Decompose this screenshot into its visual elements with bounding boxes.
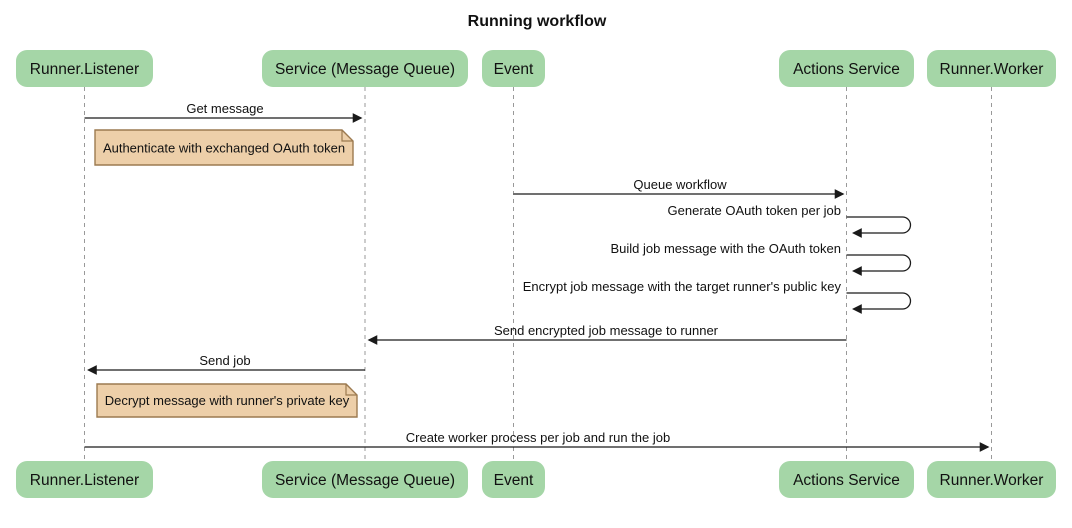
- message-label: Encrypt job message with the target runn…: [523, 279, 842, 294]
- actor-box: [482, 50, 545, 87]
- message-send-job: Send job: [87, 353, 365, 375]
- message-label: Send encrypted job message to runner: [494, 323, 719, 338]
- actor-label: Runner.Listener: [30, 472, 139, 489]
- note-fold-corner: [345, 384, 357, 396]
- message-get-message: Get message: [84, 101, 363, 123]
- note-fold-corner: [341, 130, 353, 142]
- self-loop-arrow: [846, 216, 912, 238]
- lifelines: [84, 87, 992, 461]
- actor-box: [779, 461, 914, 498]
- message-label: Create worker process per job and run th…: [406, 430, 670, 445]
- message-label: Generate OAuth token per job: [668, 203, 841, 218]
- actor-label: Runner.Listener: [30, 61, 139, 78]
- participant-top-runner-worker: Runner.Worker: [927, 50, 1056, 87]
- actor-label: Actions Service: [793, 61, 900, 78]
- actor-label: Runner.Worker: [940, 61, 1044, 78]
- participant-bottom-runner-listener: Runner.Listener: [16, 461, 153, 498]
- actor-box: [779, 50, 914, 87]
- participant-bottom-service-message-queue: Service (Message Queue): [262, 461, 468, 498]
- note-box: [96, 383, 358, 418]
- actor-box: [927, 50, 1056, 87]
- message-queue-workflow: Queue workflow: [513, 177, 845, 199]
- message-label: Queue workflow: [633, 177, 727, 192]
- actor-label: Service (Message Queue): [275, 61, 455, 78]
- actor-box: [927, 461, 1056, 498]
- actor-box: [482, 461, 545, 498]
- participant-top-event: Event: [482, 50, 545, 87]
- self-loop-arrow: [846, 254, 912, 276]
- message-send-encrypted-job: Send encrypted job message to runner: [367, 323, 847, 345]
- note-decrypt-message: Decrypt message with runner's private ke…: [96, 383, 358, 418]
- message-create-worker-process: Create worker process per job and run th…: [84, 430, 990, 452]
- participant-top-runner-listener: Runner.Listener: [16, 50, 153, 87]
- selfloop-encrypt-job-message: Encrypt job message with the target runn…: [523, 279, 912, 314]
- selfloop-build-job-message: Build job message with the OAuth token: [610, 241, 912, 276]
- actor-box: [16, 50, 153, 87]
- actor-label: Event: [494, 61, 534, 78]
- actor-label: Service (Message Queue): [275, 472, 455, 489]
- note-label: Decrypt message with runner's private ke…: [105, 393, 350, 408]
- selfloop-generate-oauth-token: Generate OAuth token per job: [668, 203, 912, 238]
- actor-label: Runner.Worker: [940, 472, 1044, 489]
- actor-box: [16, 461, 153, 498]
- note-authenticate-oauth: Authenticate with exchanged OAuth token: [94, 129, 354, 166]
- participant-top-service-message-queue: Service (Message Queue): [262, 50, 468, 87]
- self-loop-arrow: [846, 292, 912, 314]
- participant-bottom-actions-service: Actions Service: [779, 461, 914, 498]
- participants-top: Runner.Listener Service (Message Queue) …: [16, 50, 1056, 87]
- note-label: Authenticate with exchanged OAuth token: [103, 141, 345, 156]
- actor-label: Actions Service: [793, 472, 900, 489]
- diagram-title: Running workflow: [468, 13, 607, 30]
- actor-label: Event: [494, 472, 534, 489]
- message-label: Send job: [199, 353, 250, 368]
- message-label: Build job message with the OAuth token: [610, 241, 841, 256]
- participant-top-actions-service: Actions Service: [779, 50, 914, 87]
- actor-box: [262, 50, 468, 87]
- note-box: [94, 129, 354, 166]
- participant-bottom-runner-worker: Runner.Worker: [927, 461, 1056, 498]
- actor-box: [262, 461, 468, 498]
- participants-bottom: Runner.Listener Service (Message Queue) …: [16, 461, 1056, 498]
- participant-bottom-event: Event: [482, 461, 545, 498]
- message-label: Get message: [186, 101, 263, 116]
